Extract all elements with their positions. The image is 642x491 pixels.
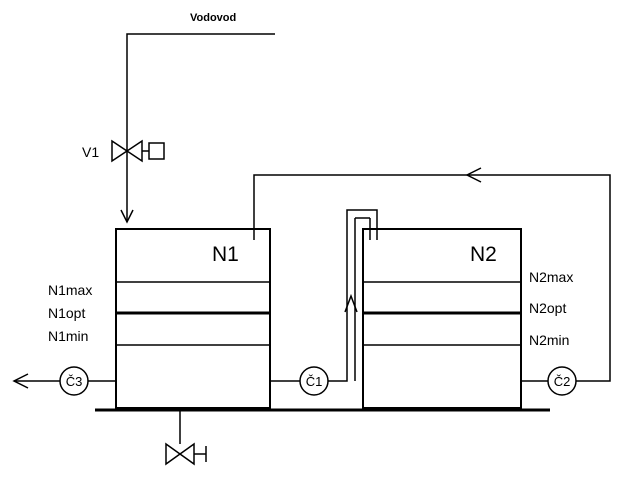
drain-valve (165, 410, 207, 466)
water-main-label: Vodovod (190, 12, 236, 24)
inlet-valve-v1 (111, 139, 165, 163)
pump-c1-label: Č1 (306, 374, 323, 389)
tank-n1 (115, 228, 271, 409)
inlet-valve-label: V1 (82, 144, 99, 160)
tank-n2-label: N2 (470, 243, 497, 266)
outflow-line-c3 (12, 373, 116, 389)
pump-c3 (59, 366, 89, 396)
tank-n1-level-min: N1min (48, 328, 88, 344)
return-line-c2 (253, 167, 611, 382)
pump-c1 (299, 366, 329, 396)
tank-n2-level-min: N2min (529, 332, 569, 348)
tank-n2-level-max: N2max (529, 269, 573, 285)
pump-c2 (547, 366, 577, 396)
tank-n1-level-max: N1max (48, 282, 92, 298)
pump-c3-label: Č3 (66, 374, 83, 389)
tank-n2 (362, 228, 522, 409)
transfer-line-c1 (270, 209, 378, 382)
tank-n1-level-opt: N1opt (48, 305, 85, 321)
tank-n1-label: N1 (212, 243, 239, 266)
pump-c2-label: Č2 (554, 374, 571, 389)
tank-n2-level-opt: N2opt (529, 300, 566, 316)
water-main-line (120, 33, 275, 224)
